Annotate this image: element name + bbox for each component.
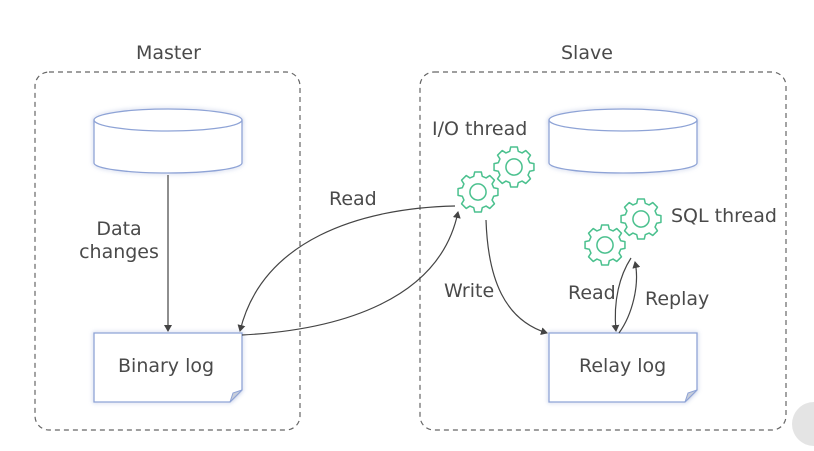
io-thread-gears-icon <box>457 146 535 213</box>
cross-read-label: Read <box>329 188 377 210</box>
sql-read-arrow <box>611 257 632 332</box>
data-changes-line-1: Data <box>96 218 142 240</box>
sql-thread-label: SQL thread <box>671 205 777 227</box>
slave-container <box>419 71 787 431</box>
write-arrow <box>485 219 548 336</box>
replay-label: Replay <box>645 288 710 310</box>
master-container <box>34 71 301 431</box>
floating-action-button[interactable] <box>792 402 814 446</box>
sql-thread-gears-icon <box>584 198 662 266</box>
slave-database-icon <box>548 108 698 174</box>
sql-read-label: Read <box>568 282 616 304</box>
slave-title: Slave <box>561 42 613 64</box>
relay-log-document <box>548 332 698 403</box>
relay-log-label: Relay log <box>579 355 667 377</box>
read-request-arrow <box>237 205 456 332</box>
master-title: Master <box>136 42 201 64</box>
data-changes-label: Data changes <box>76 218 162 264</box>
replay-arrow <box>618 261 641 334</box>
binary-log-document <box>93 332 243 403</box>
read-response-arrow <box>241 211 461 336</box>
master-database-icon <box>93 108 243 174</box>
write-label: Write <box>444 280 495 302</box>
binary-log-label: Binary log <box>118 355 215 377</box>
io-thread-label: I/O thread <box>432 118 528 140</box>
data-changes-line-2: changes <box>79 240 159 263</box>
